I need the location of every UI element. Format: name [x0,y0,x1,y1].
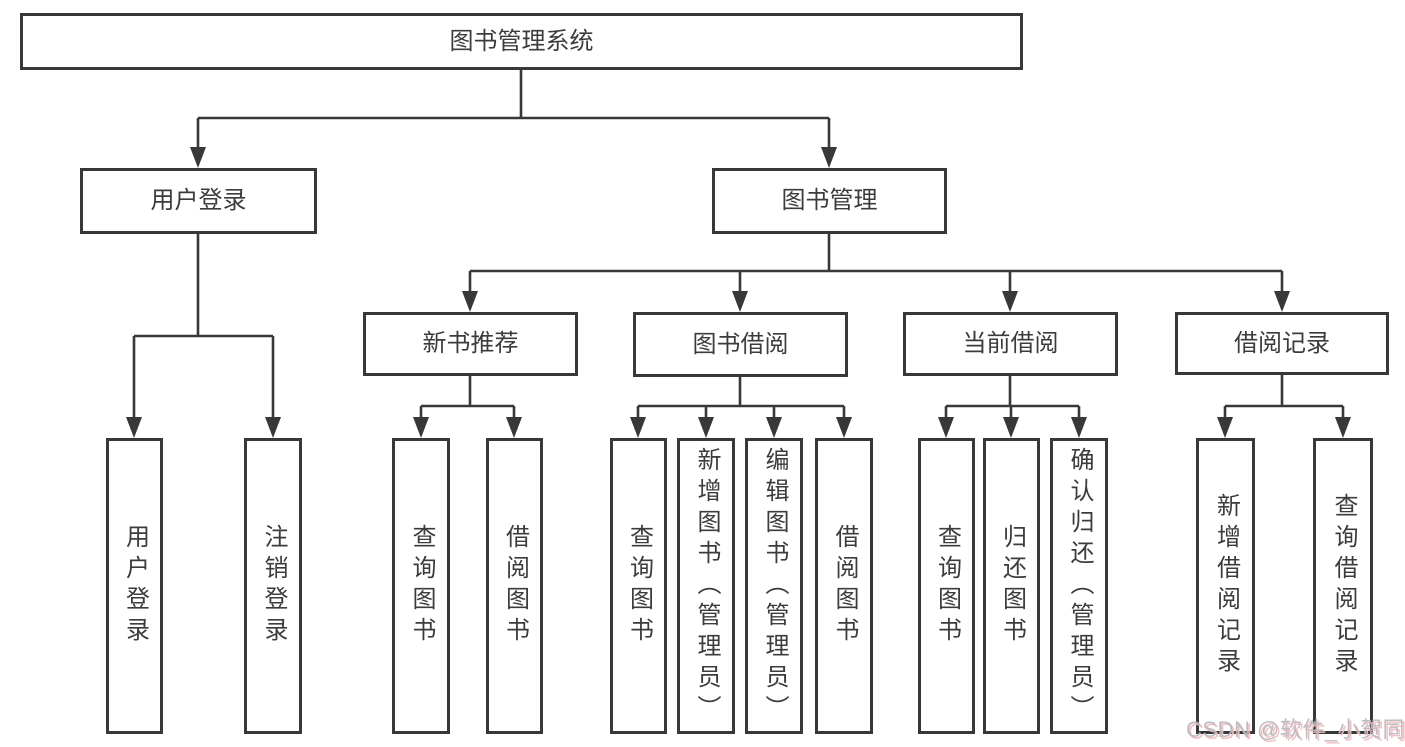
connector-borrow-records-children [1223,375,1345,420]
leaf-br-query-record: 查询借阅记录 [1313,438,1373,734]
arrowhead-nbr-query [413,417,429,438]
node-book-borrow: 图书借阅 [633,312,848,377]
connector-book-management-children [468,234,1284,294]
node-book-management: 图书管理 [712,168,947,234]
arrowhead-bb-edit [766,417,782,438]
connector-new-book-rec-children [419,376,516,420]
arrowhead-cb-confirm [1071,417,1087,438]
leaf-bb-borrow-books: 借阅图书 [815,438,873,734]
leaf-br-add-record: 新增借阅记录 [1196,438,1255,734]
arrowhead-logout-leaf [265,417,281,438]
connector-current-borrow-children [944,376,1081,420]
connector-root-to-level2 [196,70,831,150]
leaf-bb-edit-books-admin: 编辑图书（管理员） [745,438,803,734]
arrowhead-book-borrow [732,291,748,312]
leaf-bb-add-books-admin: 新增图书（管理员） [677,438,735,734]
arrowhead-br-add [1217,417,1233,438]
node-current-borrow: 当前借阅 [903,312,1118,376]
connector-book-borrow-children [636,377,846,420]
leaf-nbr-query-books: 查询图书 [392,438,450,734]
node-borrow-records: 借阅记录 [1175,312,1389,375]
arrowhead-br-query [1335,417,1351,438]
arrowhead-borrow-records [1274,291,1290,312]
csdn-watermark: CSDN @软件_小贺同学 [1186,717,1405,742]
leaf-cb-confirm-return-admin: 确认归还（管理员） [1050,438,1108,734]
arrowhead-bb-add [698,417,714,438]
leaf-nbr-borrow-books: 借阅图书 [486,438,543,734]
arrowhead-bb-query [630,417,646,438]
connector-user-login-children [132,234,275,420]
arrowhead-current-borrow [1002,291,1018,312]
arrowhead-user-login-leaf [126,417,142,438]
node-root: 图书管理系统 [20,13,1023,70]
leaf-user-login: 用户登录 [106,438,163,734]
arrowhead-bb-borrow [836,417,852,438]
leaf-logout: 注销登录 [244,438,302,734]
arrowhead-cb-return [1003,417,1019,438]
node-new-book-recommend: 新书推荐 [363,312,578,376]
arrowhead-nbr-borrow [506,417,522,438]
arrowhead-user-login [190,147,206,168]
arrowhead-new-book-rec [462,291,478,312]
leaf-cb-query-books: 查询图书 [918,438,975,734]
arrowhead-cb-query [938,417,954,438]
node-user-login: 用户登录 [80,168,317,234]
leaf-cb-return-books: 归还图书 [983,438,1040,734]
leaf-bb-query-books: 查询图书 [610,438,667,734]
arrowhead-book-management [821,147,837,168]
